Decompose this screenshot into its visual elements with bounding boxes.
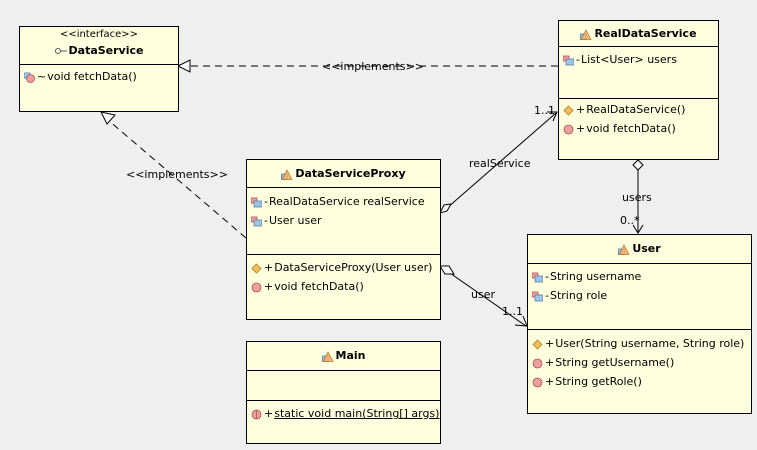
multiplicity-label-users: 0..*: [620, 214, 640, 227]
operation-row[interactable]: +String getRole(): [532, 374, 642, 390]
class-name: DataServiceProxy: [247, 167, 440, 181]
class-header: <<interface>> DataService: [20, 27, 178, 65]
operation-row[interactable]: +void fetchData(): [251, 279, 364, 295]
aggregation-diamond-real-service: [439, 203, 452, 214]
operation-row[interactable]: +static void main(String[] args): [251, 406, 439, 422]
public-method-icon: [563, 124, 574, 134]
class-name: DataService: [20, 44, 178, 58]
constructor-icon: [563, 104, 574, 116]
class-header: DataServiceProxy: [247, 160, 440, 188]
operations-compartment: ~void fetchData(): [20, 65, 178, 111]
class-box-user[interactable]: User -String username -String role +User…: [527, 234, 752, 414]
operations-compartment: +RealDataService() +void fetchData(): [559, 99, 718, 159]
realization-line-proxy-to-interface: [107, 119, 247, 239]
role-label-users: users: [622, 191, 652, 204]
class-box-data-service-proxy[interactable]: DataServiceProxy -RealDataService realSe…: [246, 159, 441, 320]
operations-compartment: +static void main(String[] args): [247, 401, 440, 443]
attributes-compartment: -String username -String role: [528, 264, 751, 330]
role-label-user: user: [471, 288, 495, 301]
aggregation-diamond-user: [439, 265, 455, 275]
attribute-row[interactable]: -RealDataService realService: [251, 194, 425, 210]
public-method-icon: [532, 358, 543, 368]
class-box-real-data-service[interactable]: RealDataService -List<User> users +RealD…: [558, 20, 719, 160]
constructor-row[interactable]: +User(String username, String role): [532, 336, 744, 352]
constructor-row[interactable]: +DataServiceProxy(User user): [251, 260, 432, 276]
class-box-data-service[interactable]: <<interface>> DataService ~void fetchDat…: [19, 26, 179, 112]
public-method-icon: [532, 377, 543, 387]
public-method-icon: [251, 282, 262, 292]
class-icon: [618, 243, 630, 255]
class-name: Main: [247, 349, 440, 363]
association-line-real-service: [446, 112, 557, 209]
role-label-real-service: realService: [469, 157, 531, 170]
class-header: RealDataService: [559, 21, 718, 47]
class-name: RealDataService: [559, 27, 718, 41]
private-field-icon: [251, 216, 262, 226]
class-icon: [281, 168, 294, 180]
association-arrow-real-service: [547, 111, 558, 122]
class-box-main[interactable]: Main +static void main(String[] args): [246, 341, 441, 444]
attribute-row[interactable]: -String username: [532, 269, 641, 285]
constructor-icon: [532, 338, 543, 350]
multiplicity-label-user: 1..1: [502, 305, 523, 318]
attribute-row[interactable]: -List<User> users: [563, 52, 677, 68]
package-method-icon: [24, 72, 35, 83]
realization-label-real: <<implements>>: [322, 60, 424, 73]
constructor-row[interactable]: +RealDataService(): [563, 102, 685, 118]
operation-row[interactable]: +String getUsername(): [532, 355, 674, 371]
class-icon: [580, 28, 593, 40]
private-field-icon: [251, 197, 262, 207]
realization-arrowhead-top: [176, 59, 191, 73]
operation-row[interactable]: ~void fetchData(): [24, 69, 137, 85]
realization-label-proxy: <<implements>>: [126, 168, 228, 181]
private-field-icon: [563, 55, 574, 65]
stereotype-label: <<interface>>: [59, 29, 139, 40]
operations-compartment: +DataServiceProxy(User user) +void fetch…: [247, 255, 440, 319]
realization-arrowhead-left: [100, 111, 116, 125]
association-line-user: [446, 270, 527, 327]
constructor-icon: [251, 262, 262, 274]
operations-compartment: +User(String username, String role) +Str…: [528, 330, 751, 413]
attributes-compartment: [247, 371, 440, 401]
attributes-compartment: -List<User> users: [559, 47, 718, 99]
class-header: User: [528, 235, 751, 264]
attributes-compartment: -RealDataService realService -User user: [247, 188, 440, 255]
attribute-row[interactable]: -String role: [532, 288, 607, 304]
static-method-icon: [251, 409, 262, 419]
class-header: Main: [247, 342, 440, 371]
multiplicity-label-real-service: 1..1: [534, 104, 555, 117]
aggregation-diamond-users: [632, 159, 644, 171]
private-field-icon: [532, 291, 543, 301]
operation-row[interactable]: +void fetchData(): [563, 121, 676, 137]
class-icon: [321, 350, 334, 362]
attribute-row[interactable]: -User user: [251, 213, 322, 229]
interface-icon: [54, 48, 67, 54]
private-field-icon: [532, 272, 543, 282]
association-arrow-users: [632, 224, 644, 234]
class-name: User: [528, 242, 751, 256]
